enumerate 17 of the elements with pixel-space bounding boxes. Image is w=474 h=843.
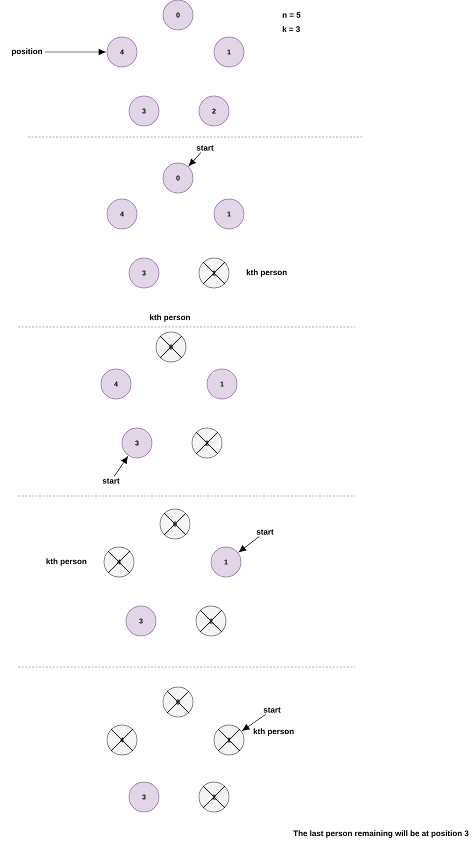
annotation-text: start xyxy=(256,529,274,535)
annotation-text: start xyxy=(196,145,214,151)
node-label: kth person xyxy=(46,558,86,566)
note-text: n = 5 xyxy=(282,12,300,18)
arrow xyxy=(44,48,106,56)
arrow xyxy=(114,456,128,477)
node-label: kth person xyxy=(150,314,190,322)
note-text: k = 3 xyxy=(282,26,300,32)
node-label: kth person xyxy=(254,728,294,736)
arrow xyxy=(188,152,202,166)
annotation-text: start xyxy=(264,707,281,713)
note-text: The last person remaining will be at position 3 xyxy=(293,830,469,838)
arrow xyxy=(242,714,266,731)
arrow xyxy=(238,536,260,552)
node-label: kth person xyxy=(246,269,287,277)
annotation-text: position xyxy=(12,48,42,56)
annotation-text: start xyxy=(102,478,120,484)
